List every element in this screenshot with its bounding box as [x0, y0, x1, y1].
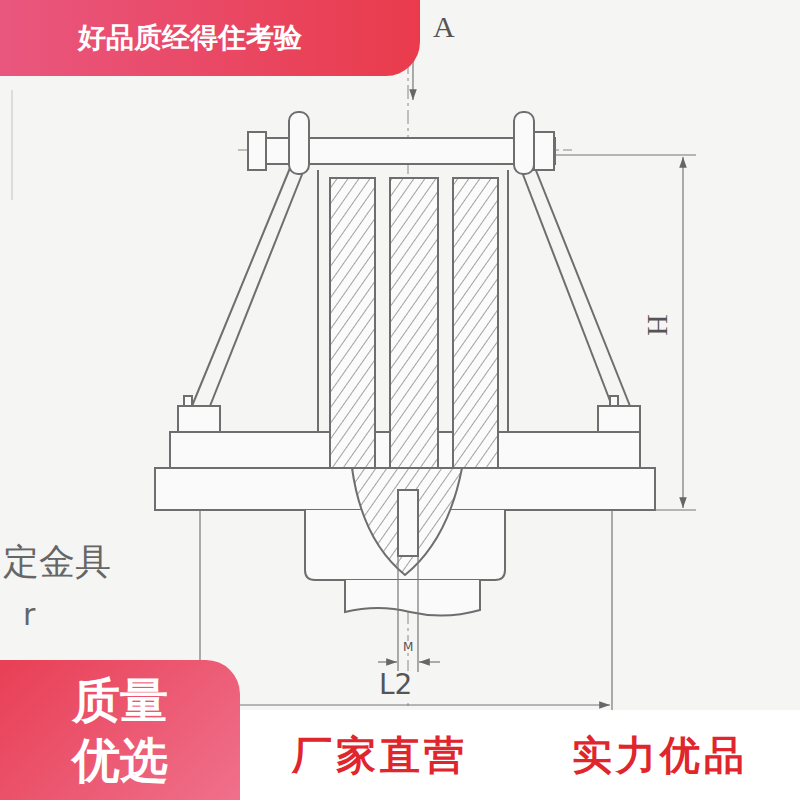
dimension-lines [202, 704, 610, 705]
support-frame [210, 172, 303, 406]
clamp-plate [248, 132, 266, 170]
clamp-plate [534, 132, 554, 170]
dimension-lines [12, 42, 696, 722]
base-nuts [598, 406, 640, 432]
node-text: 实力优品 [572, 728, 748, 783]
busbars [453, 178, 498, 468]
node-text: 质量 优选 [67, 670, 173, 790]
dimension-lines [611, 510, 612, 722]
dimension-lines [682, 157, 683, 508]
node-text: 好品质经得住考验 [78, 19, 302, 57]
badge-box: 质量 优选 [0, 660, 240, 800]
busbars [390, 178, 438, 468]
insulator [305, 468, 505, 616]
dimension-lines [11, 90, 12, 200]
support-frame [317, 170, 319, 468]
clamp-plate [248, 112, 555, 174]
dimension-label: M [402, 641, 414, 653]
busbars [330, 178, 375, 468]
support-frame [535, 168, 630, 406]
dimension-lines [417, 556, 418, 672]
dimension-label: L2 [378, 671, 413, 699]
center-lines [238, 60, 572, 725]
dimension-lines [556, 154, 696, 155]
support-frame [522, 172, 612, 406]
insulator [398, 490, 418, 556]
support-frame [507, 170, 509, 468]
busbars [330, 178, 498, 468]
insulator [352, 468, 462, 575]
dimension-lines [378, 661, 397, 662]
dimension-label: H [643, 313, 673, 337]
clamp-plate [289, 112, 309, 174]
insulator [345, 580, 480, 616]
node-text: 厂家直营 [292, 728, 468, 783]
caption-fragment: 定金具 [2, 544, 112, 580]
slogan-band: 厂家直营 实力优品 [240, 710, 800, 800]
support-frame [192, 168, 290, 406]
base-nuts [178, 406, 220, 432]
caption-fragment: r [22, 600, 36, 630]
clamp-plate [514, 112, 534, 174]
view-letter: A [432, 12, 456, 42]
dimension-lines [419, 661, 440, 662]
banner-box: 好品质经得住考验 [0, 0, 420, 76]
dimension-lines [397, 556, 398, 672]
dimension-lines [656, 509, 696, 510]
support-frame [155, 168, 655, 510]
